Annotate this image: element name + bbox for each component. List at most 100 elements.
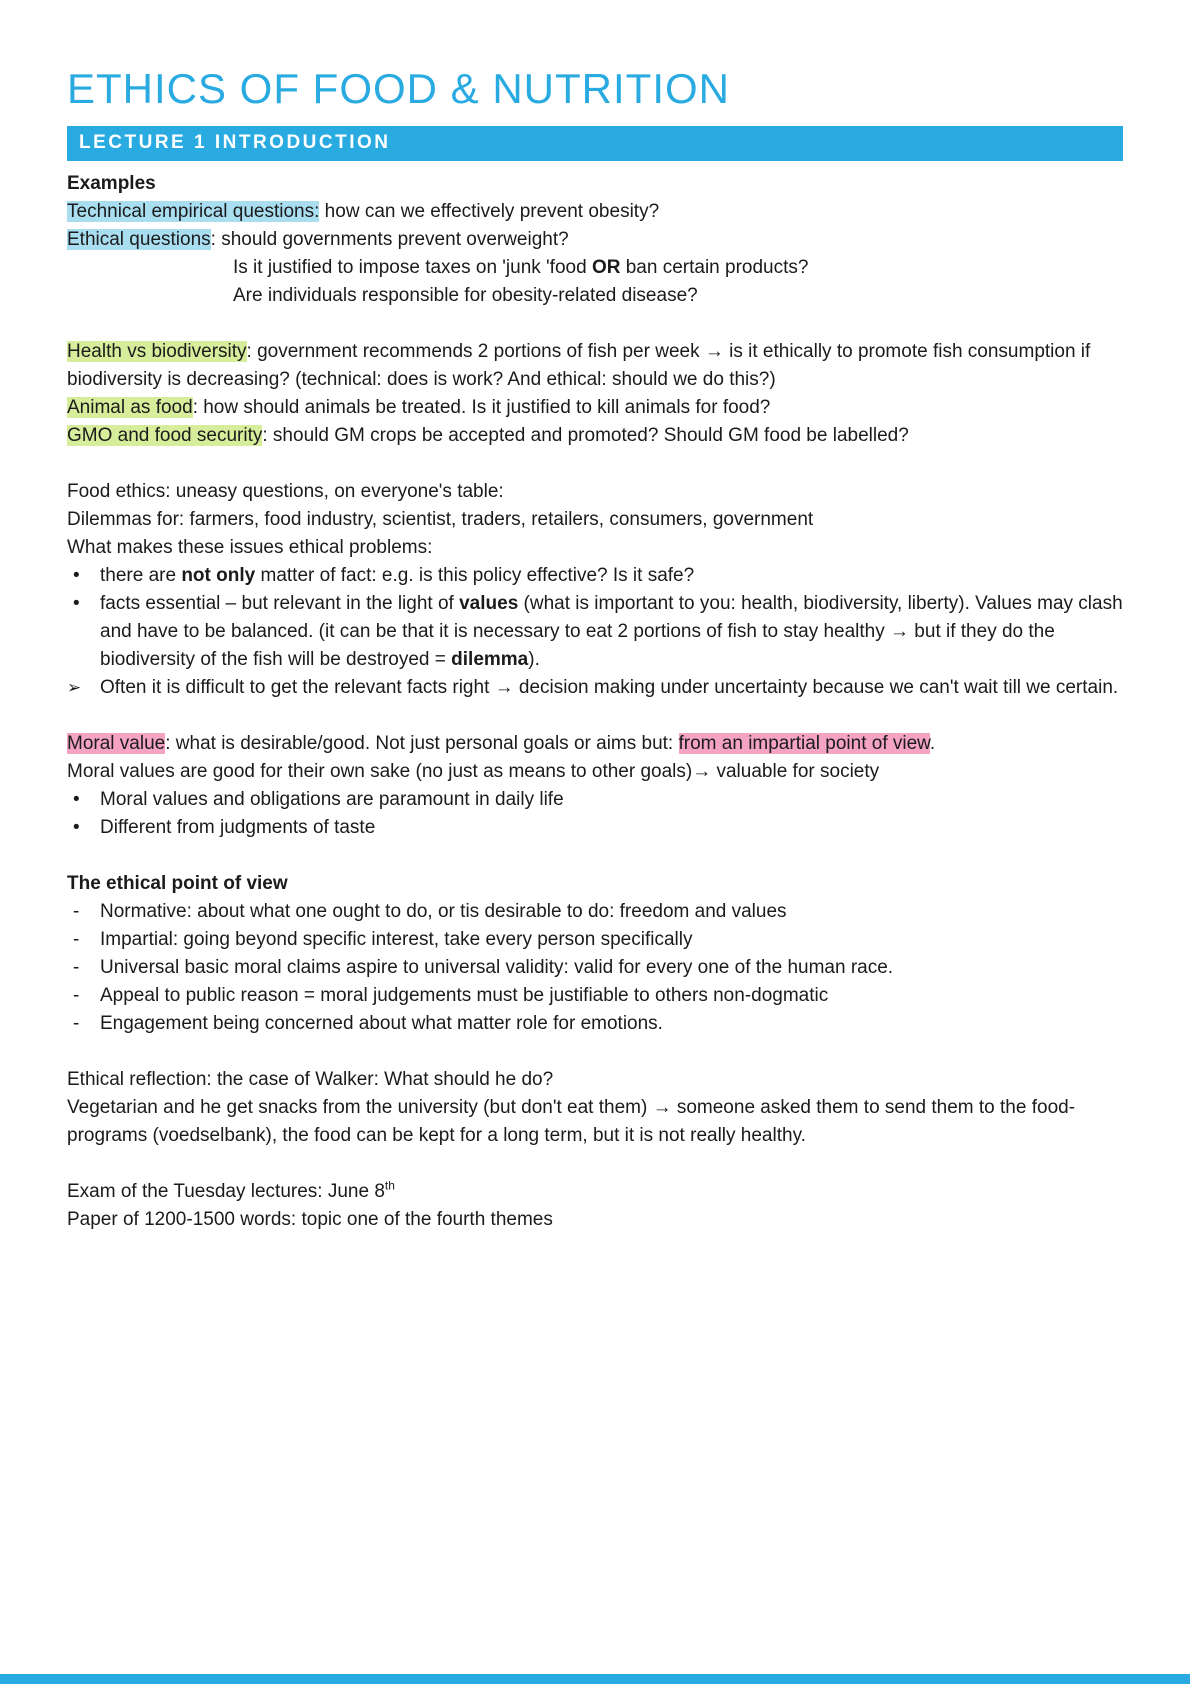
dash-block: -Impartial: going beyond specific intere… xyxy=(67,926,1123,954)
text-run: Different from judgments of taste xyxy=(100,817,376,838)
text-run: Exam of the Tuesday lectures: June 8 xyxy=(67,1181,385,1202)
text-run: : should GM crops be accepted and promot… xyxy=(262,425,909,446)
text-run: Moral values and obligations are paramou… xyxy=(100,789,564,810)
dash-block: -Engagement being concerned about what m… xyxy=(67,1010,1123,1038)
bullet-marker-icon: • xyxy=(73,565,80,586)
bullet-block: • Different from judgments of taste xyxy=(67,814,1123,842)
document-content: ETHICS OF FOOD & NUTRITION LECTURE 1 INT… xyxy=(67,66,1123,1234)
list-item-text: Universal basic moral claims aspire to u… xyxy=(100,954,1123,982)
bullet-marker-icon: • xyxy=(73,593,80,614)
highlighted-text: Ethical questions xyxy=(67,229,211,250)
text-run: Food ethics: uneasy questions, on everyo… xyxy=(67,481,504,502)
text-run: Engagement being concerned about what ma… xyxy=(100,1013,663,1034)
text-run: The ethical point of view xyxy=(67,873,288,894)
highlighted-text: Technical empirical questions: xyxy=(67,201,320,222)
text-run: Ethical reflection: the case of Walker: … xyxy=(67,1069,554,1090)
p-block: Is it justified to impose taxes on 'junk… xyxy=(233,254,1123,282)
spacer xyxy=(67,1038,1123,1066)
text-run: : government recommends 2 portions of fi… xyxy=(67,341,1091,390)
text-run: Is it justified to impose taxes on 'junk… xyxy=(233,257,592,278)
text-run: Moral values are good for their own sake… xyxy=(67,761,880,782)
text-run: facts essential – but relevant in the li… xyxy=(100,593,460,614)
p-block: Exam of the Tuesday lectures: June 8th xyxy=(67,1178,1123,1206)
text-run: Universal basic moral claims aspire to u… xyxy=(100,957,894,978)
text-run: Appeal to public reason = moral judgemen… xyxy=(100,985,829,1006)
heading-block: Examples xyxy=(67,170,1123,198)
p-block: Ethical reflection: the case of Walker: … xyxy=(67,1066,1123,1094)
bullet-block: • facts essential – but relevant in the l… xyxy=(67,590,1123,674)
arrow-block: ➢ Often it is difficult to get the releva… xyxy=(67,674,1123,702)
bullet-marker-icon: • xyxy=(73,817,80,838)
p-block: What makes these issues ethical problems… xyxy=(67,534,1123,562)
text-run: Examples xyxy=(67,173,156,194)
list-item-text: Appeal to public reason = moral judgemen… xyxy=(100,982,1123,1010)
p-block: Paper of 1200-1500 words: topic one of t… xyxy=(67,1206,1123,1234)
p-block: Vegetarian and he get snacks from the un… xyxy=(67,1094,1123,1150)
text-run: Are individuals responsible for obesity-… xyxy=(233,285,698,306)
text-run: : how should animals be treated. Is it j… xyxy=(192,397,771,418)
text-run: not only xyxy=(181,565,256,586)
text-run: how can we effectively prevent obesity? xyxy=(319,201,660,222)
spacer xyxy=(67,702,1123,730)
p-block: Dilemmas for: farmers, food industry, sc… xyxy=(67,506,1123,534)
list-item-text: facts essential – but relevant in the li… xyxy=(100,590,1123,674)
highlighted-text: Animal as food xyxy=(67,397,193,418)
text-run: th xyxy=(384,1178,395,1193)
text-run: Impartial: going beyond specific interes… xyxy=(100,929,693,950)
dash-marker-icon: - xyxy=(73,1013,80,1034)
highlighted-text: Health vs biodiversity xyxy=(67,341,247,362)
list-item-text: Normative: about what one ought to do, o… xyxy=(100,898,1123,926)
text-run: What makes these issues ethical problems… xyxy=(67,537,433,558)
text-run: OR xyxy=(591,257,621,278)
text-run: ). xyxy=(528,649,540,670)
text-run: . xyxy=(929,733,936,754)
p-block: GMO and food security: should GM crops b… xyxy=(67,422,1123,450)
spacer xyxy=(67,842,1123,870)
list-item-text: there are not only matter of fact: e.g. … xyxy=(100,562,1123,590)
p-block: Technical empirical questions: how can w… xyxy=(67,198,1123,226)
list-item-text: Different from judgments of taste xyxy=(100,814,1123,842)
bullet-block: • there are not only matter of fact: e.g.… xyxy=(67,562,1123,590)
p-block: Food ethics: uneasy questions, on everyo… xyxy=(67,478,1123,506)
dash-marker-icon: - xyxy=(73,929,80,950)
bullet-block: • Moral values and obligations are paramo… xyxy=(67,786,1123,814)
bullet-marker-icon: • xyxy=(73,789,80,810)
text-run: matter of fact: e.g. is this policy effe… xyxy=(255,565,695,586)
list-item-text: Impartial: going beyond specific interes… xyxy=(100,926,1123,954)
highlighted-text: GMO and food security xyxy=(67,425,263,446)
spacer xyxy=(67,310,1123,338)
text-run: Paper of 1200-1500 words: topic one of t… xyxy=(67,1209,553,1230)
dash-block: -Universal basic moral claims aspire to … xyxy=(67,954,1123,982)
footer-bar xyxy=(0,1674,1190,1684)
spacer xyxy=(67,1150,1123,1178)
list-item-text: Often it is difficult to get the relevan… xyxy=(100,674,1123,702)
text-run: ban certain products? xyxy=(620,257,809,278)
text-run: Often it is difficult to get the relevan… xyxy=(100,677,1119,698)
text-run: (what is important to you: health, biodi… xyxy=(100,593,1123,670)
dash-marker-icon: - xyxy=(73,901,80,922)
p-block: Ethical questions: should governments pr… xyxy=(67,226,1123,254)
text-run: Vegetarian and he get snacks from the un… xyxy=(67,1097,1076,1146)
dash-block: -Normative: about what one ought to do, … xyxy=(67,898,1123,926)
dash-marker-icon: - xyxy=(73,957,80,978)
document-title: ETHICS OF FOOD & NUTRITION xyxy=(67,65,730,112)
text-run: dilemma xyxy=(451,649,529,670)
highlighted-text: from an impartial point of view xyxy=(678,733,930,754)
highlighted-text: Moral value xyxy=(67,733,166,754)
spacer xyxy=(67,450,1123,478)
p-block: Are individuals responsible for obesity-… xyxy=(233,282,1123,310)
section-banner: LECTURE 1 INTRODUCTION xyxy=(67,126,1123,161)
p-block: Animal as food: how should animals be tr… xyxy=(67,394,1123,422)
arrow-marker-icon: ➢ xyxy=(67,678,82,697)
dash-marker-icon: - xyxy=(73,985,80,1006)
p-block: Moral value: what is desirable/good. Not… xyxy=(67,730,1123,758)
heading-block: The ethical point of view xyxy=(67,870,1123,898)
text-run: : what is desirable/good. Not just perso… xyxy=(165,733,679,754)
text-run: Normative: about what one ought to do, o… xyxy=(100,901,787,922)
dash-block: -Appeal to public reason = moral judgeme… xyxy=(67,982,1123,1010)
p-block: Moral values are good for their own sake… xyxy=(67,758,1123,786)
list-item-text: Engagement being concerned about what ma… xyxy=(100,1010,1123,1038)
text-run: : should governments prevent overweight? xyxy=(210,229,569,250)
text-run: there are xyxy=(100,565,182,586)
